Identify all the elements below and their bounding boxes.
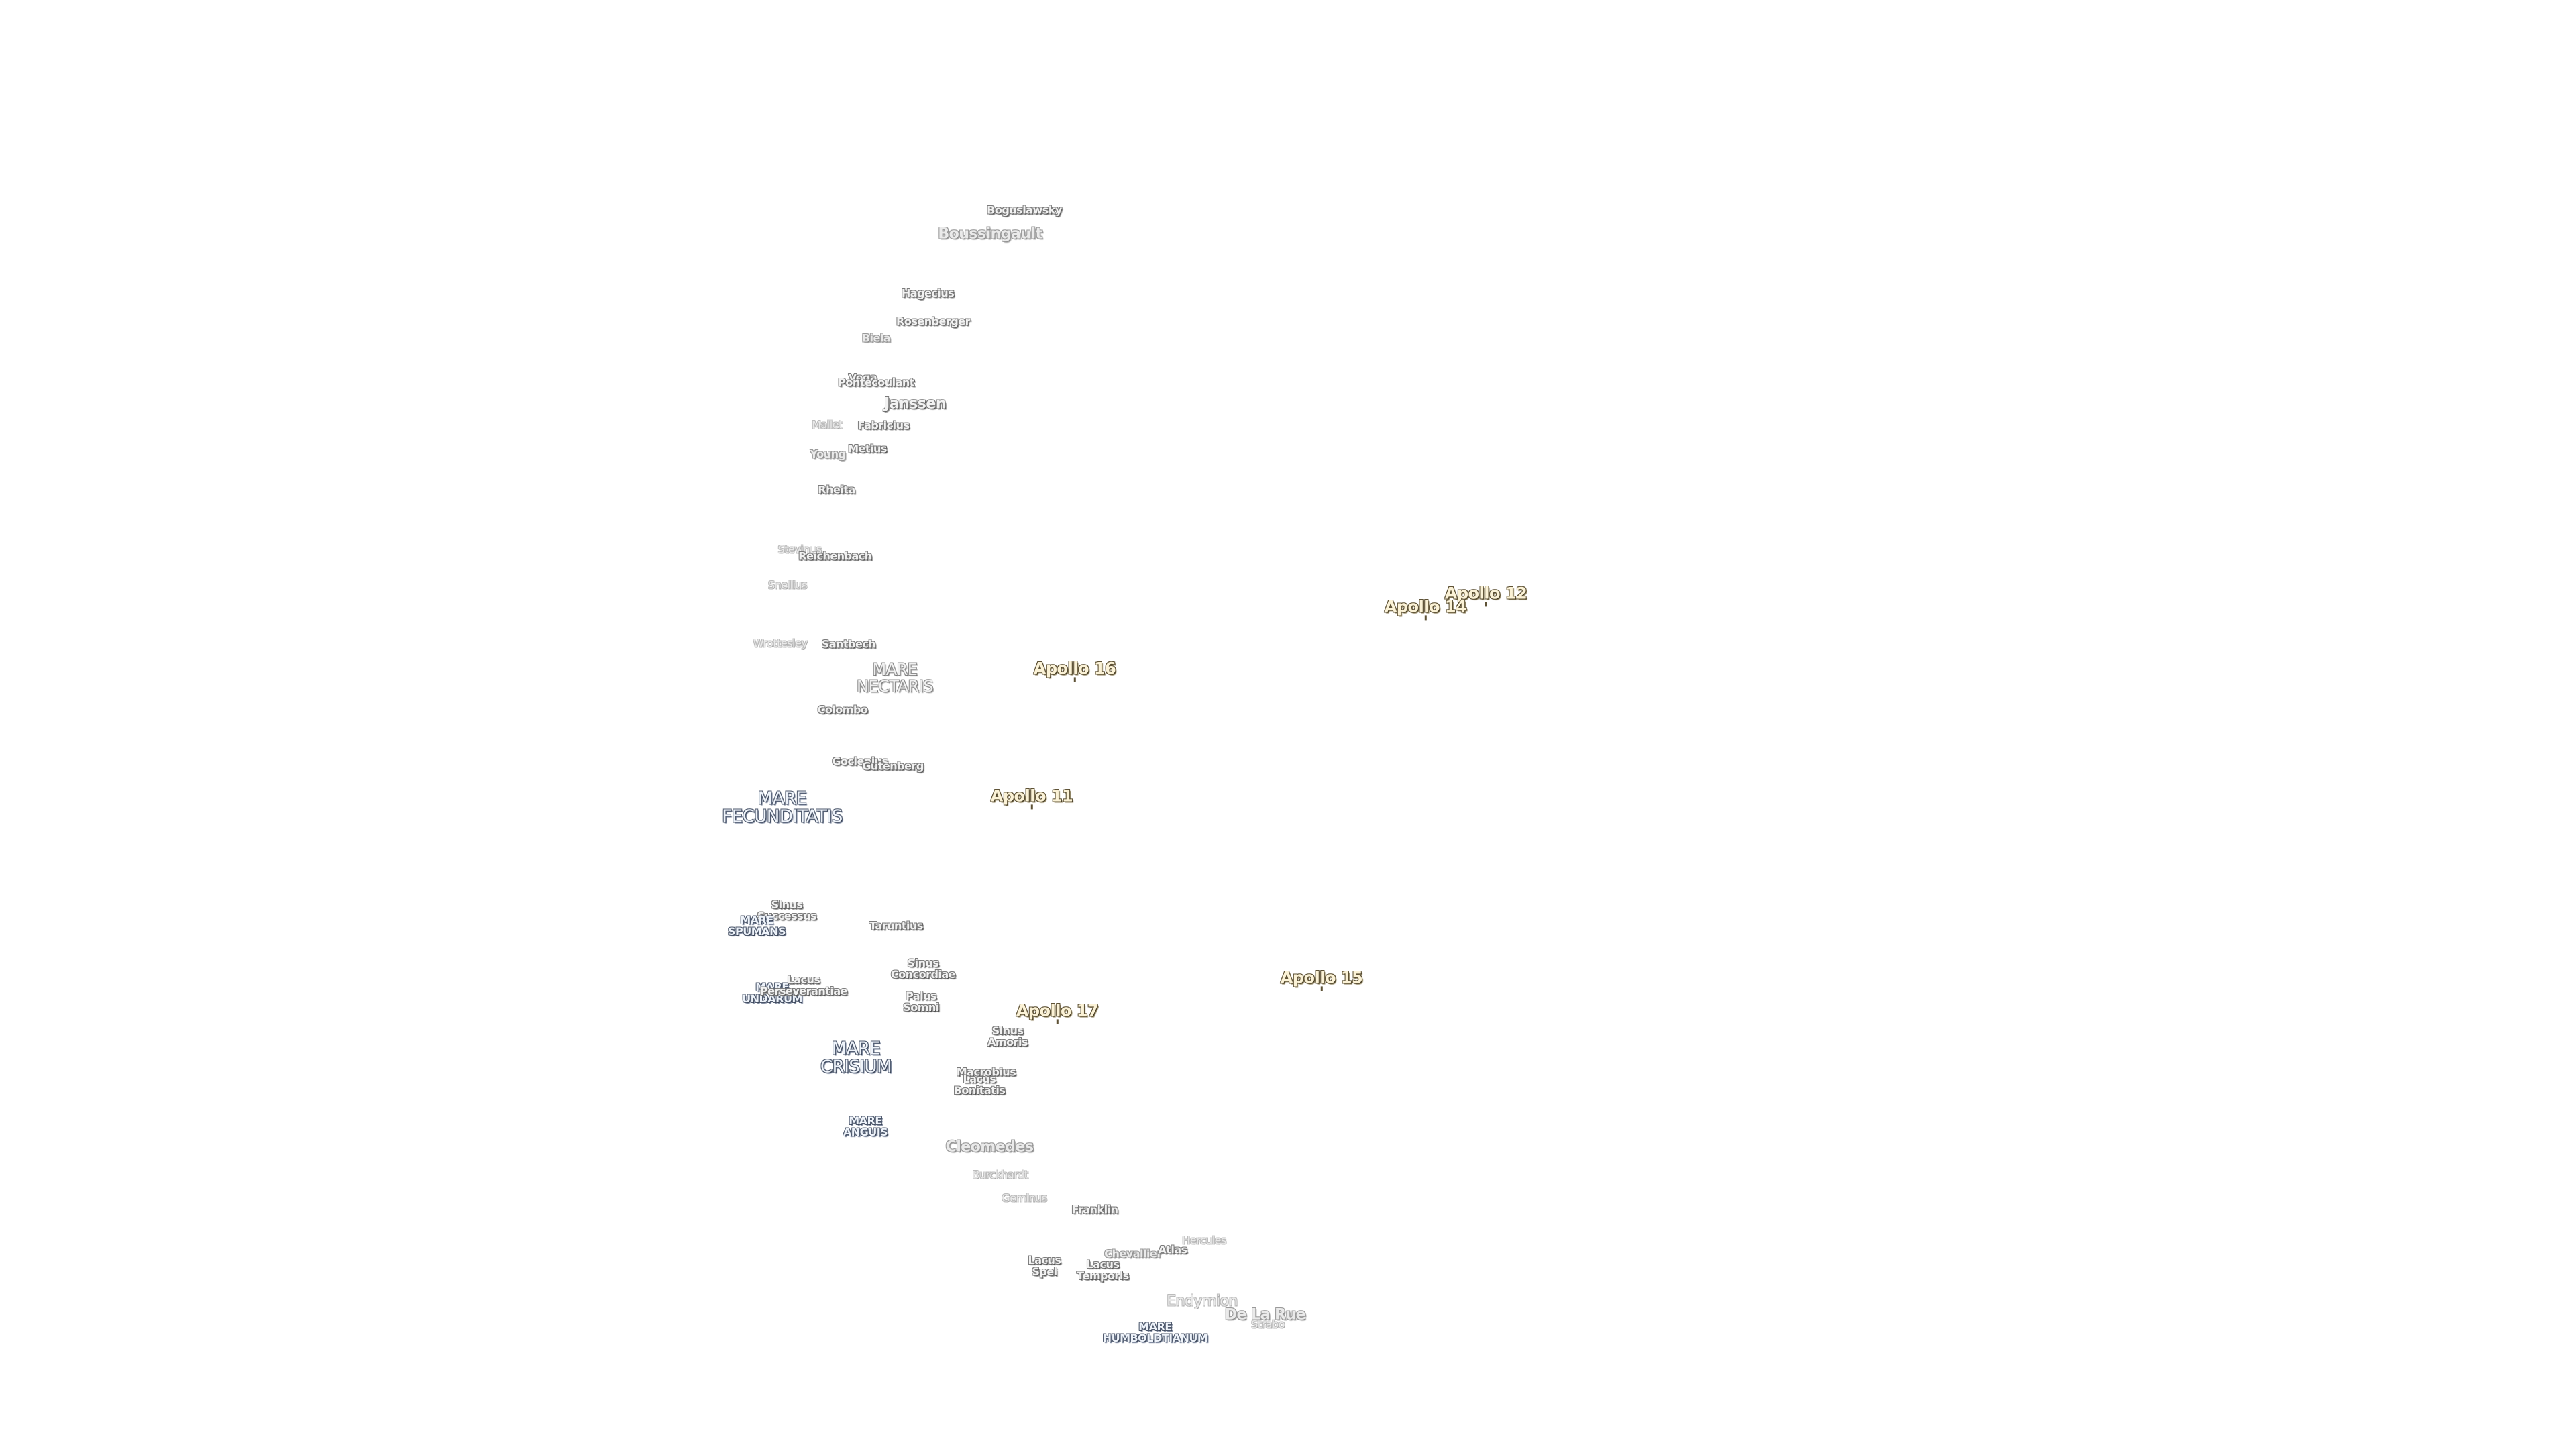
crater-label-cleomedes: Cleomedes (945, 1138, 1034, 1156)
crater-label-santbech: Santbech (821, 637, 876, 651)
crater-label-hagecius: Hagecius (901, 286, 955, 300)
crater-label-fabricius: Fabricius (857, 419, 910, 432)
crater-label-goclenius: Goclenius (832, 755, 888, 768)
landing-site-marker (1074, 677, 1076, 682)
crater-label-young: Young (810, 447, 846, 461)
crater-label-snellius: Snellius (768, 578, 807, 592)
crater-label-endymion: Endymion (1167, 1293, 1238, 1310)
apollo-site-label-15[interactable]: Apollo 15 (1281, 969, 1363, 991)
crater-label-taruntius: Taruntius (869, 919, 923, 932)
apollo-site-label-16[interactable]: Apollo 16 (1034, 660, 1116, 682)
crater-label-boguslawsky: Boguslawsky (987, 203, 1062, 217)
apollo-site-label-17[interactable]: Apollo 17 (1016, 1002, 1099, 1024)
crater-label-gutenberg: Gutenberg (862, 759, 924, 773)
apollo-site-label-14[interactable]: Apollo 14 (1385, 598, 1467, 621)
crater-label-reichenbach: Reichenbach (798, 549, 872, 563)
crater-label-colombo: Colombo (817, 703, 868, 716)
crater-label-chevallier: Chevallier (1104, 1247, 1162, 1260)
landing-site-marker (1485, 602, 1487, 607)
crater-label-mallet: Mallet (812, 418, 843, 431)
crater-label-macrobius: Macrobius (956, 1065, 1016, 1079)
apollo-site-label-11[interactable]: Apollo 11 (991, 788, 1073, 810)
crater-label-geminus: Geminus (1002, 1191, 1047, 1205)
landing-site-marker (1321, 986, 1323, 991)
crater-label-rosenberger: Rosenberger (896, 315, 970, 328)
landing-site-marker (1031, 804, 1033, 810)
crater-label-vega: Vega (848, 371, 877, 384)
crater-label-metius: Metius (848, 442, 887, 455)
crater-label-boussingault: Boussingault (938, 225, 1042, 243)
crater-label-franklin: Franklin (1071, 1203, 1118, 1216)
crater-label-strabo: Strabo (1251, 1318, 1285, 1331)
crater-label-stevinus: Stevinus (777, 543, 822, 556)
crater-label-hercules: Hercules (1182, 1234, 1226, 1247)
crater-label-janssen: Janssen (884, 395, 946, 413)
crater-label-de-la-rue: De La Rue (1224, 1306, 1306, 1324)
apollo-site-label-12[interactable]: Apollo 12 (1445, 585, 1527, 607)
landing-site-marker (1057, 1019, 1059, 1024)
crater-label-atlas: Atlas (1158, 1243, 1187, 1256)
crater-label-wrottesley: Wrottesley (753, 637, 808, 650)
crater-label-biela: Biela (861, 331, 891, 345)
crater-label-burckhardt: Burckhardt (972, 1168, 1028, 1181)
landing-site-marker (1425, 615, 1427, 621)
crater-label-pontecoulant: Pontecoulant (838, 376, 914, 389)
crater-label-rheita: Rheita (818, 483, 855, 496)
